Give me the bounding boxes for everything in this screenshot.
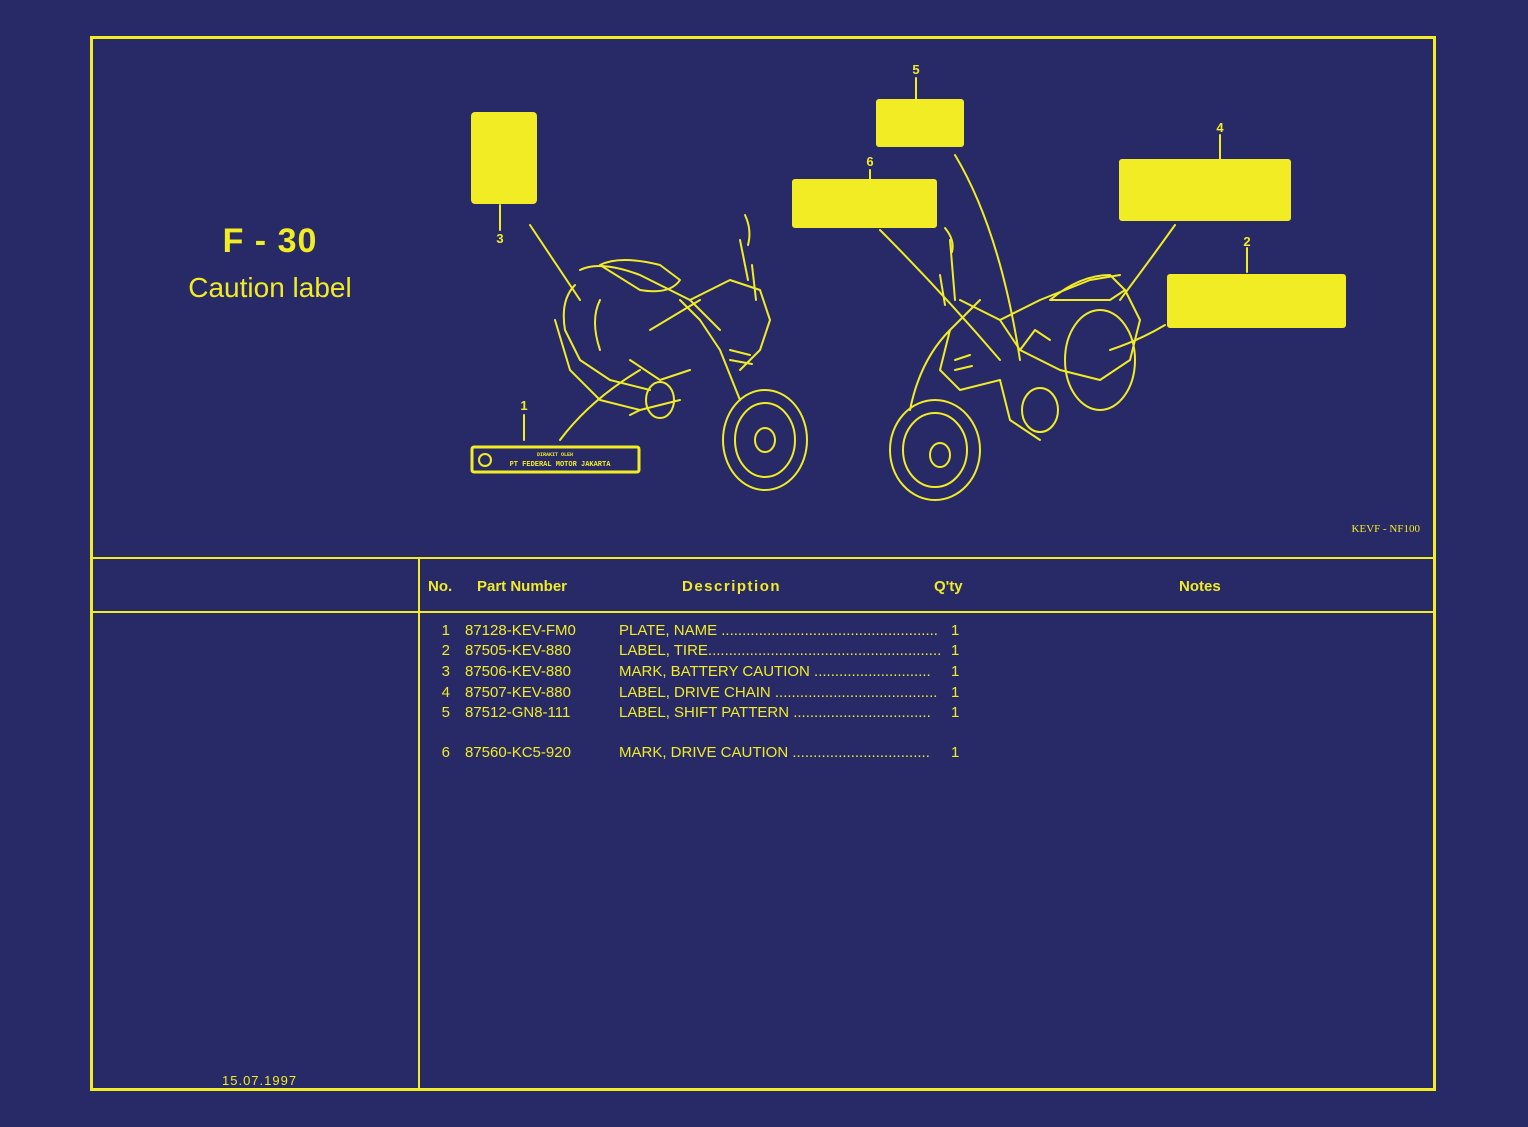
scooter-left-view xyxy=(554,214,808,491)
table-row: 6 87560-KC5-920 MARK, DRIVE CAUTION ....… xyxy=(441,744,960,761)
callout-3: 3 xyxy=(496,231,503,246)
callout-2: 2 xyxy=(1243,234,1250,249)
header-qty: Q'ty xyxy=(934,578,963,595)
table-row: 3 87506-KEV-880 MARK, BATTERY CAUTION ..… xyxy=(441,663,960,680)
header-description: Description xyxy=(682,578,782,595)
name-plate-icon: DIRAKIT OLEH PT FEDERAL MOTOR JAKARTA xyxy=(470,445,641,474)
table-top-border xyxy=(90,557,1436,559)
issue-date: 15.07.1997 xyxy=(222,1073,298,1088)
callout-6: 6 xyxy=(866,154,873,169)
table-row: 1 87128-KEV-FM0 PLATE, NAME ............… xyxy=(441,622,960,639)
drawing-frame xyxy=(90,36,1436,1091)
callout-4: 4 xyxy=(1216,120,1224,135)
svg-text:PT FEDERAL MOTOR JAKARTA: PT FEDERAL MOTOR JAKARTA xyxy=(510,461,612,469)
figure-code: F - 30 xyxy=(222,222,318,260)
callout-5: 5 xyxy=(912,62,919,77)
table-left-divider xyxy=(418,559,420,1091)
header-part-number: Part Number xyxy=(477,578,568,595)
parts-illustration: DIRAKIT OLEH PT FEDERAL MOTOR JAKARTA 1 … xyxy=(470,62,1346,501)
label-drive-caution-icon xyxy=(792,179,937,228)
label-battery-caution-icon xyxy=(471,112,537,204)
table-row: 4 87507-KEV-880 LABEL, DRIVE CHAIN .....… xyxy=(441,684,960,701)
table-row: 2 87505-KEV-880 LABEL, TIRE.............… xyxy=(441,642,960,659)
title-block: F - 30 Caution label xyxy=(150,220,390,308)
label-drive-chain-icon xyxy=(1119,159,1291,221)
header-notes: Notes xyxy=(1179,578,1221,595)
header-no: No. xyxy=(428,578,453,595)
model-code: KEVF - NF100 xyxy=(1351,523,1420,535)
table-row: 5 87512-GN8-111 LABEL, SHIFT PATTERN ...… xyxy=(441,704,960,721)
table-header-border xyxy=(90,611,1436,613)
figure-title: Caution label xyxy=(188,272,352,303)
label-tire-icon xyxy=(1167,274,1346,328)
svg-text:DIRAKIT OLEH: DIRAKIT OLEH xyxy=(537,452,573,458)
label-shift-pattern-icon xyxy=(876,99,964,147)
callout-1: 1 xyxy=(520,398,527,413)
scooter-right-view xyxy=(889,227,1141,501)
